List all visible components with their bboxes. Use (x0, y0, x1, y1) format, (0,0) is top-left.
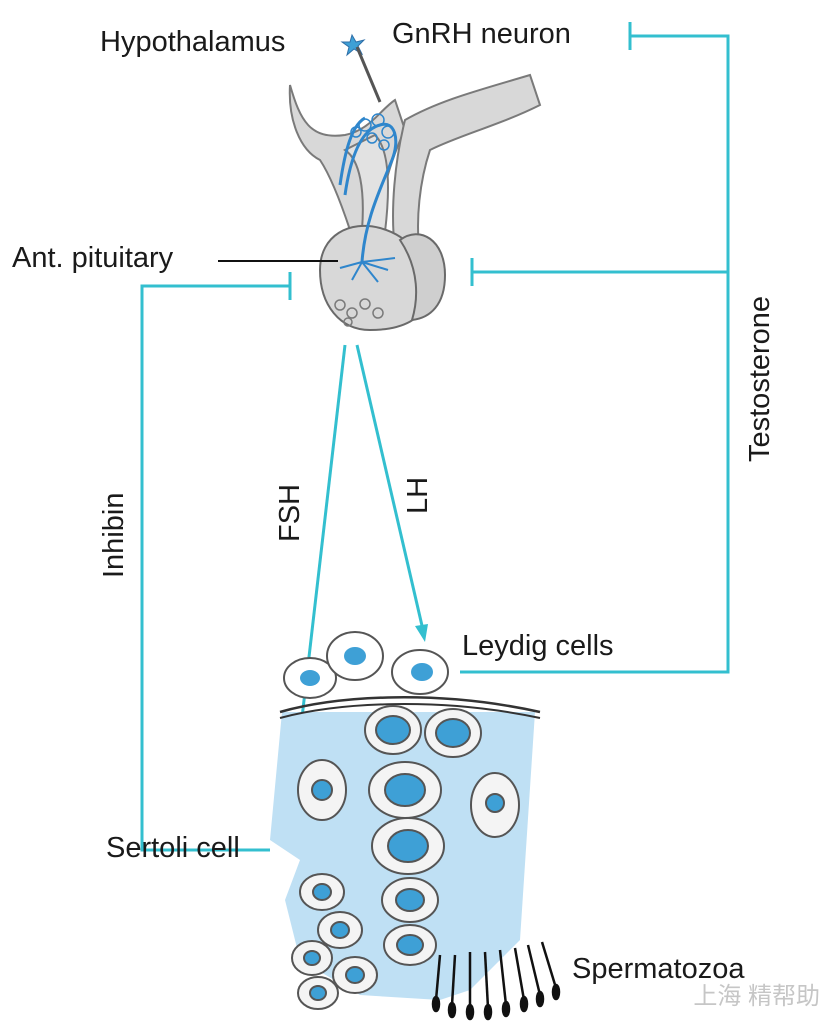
gnrh-neuron-label: GnRH neuron (392, 18, 571, 50)
testosterone-label: Testosterone (744, 295, 776, 462)
sertoli-cell-label: Sertoli cell (106, 832, 240, 864)
hypothalamus-label: Hypothalamus (100, 26, 286, 58)
spermatozoa-label: Spermatozoa (572, 953, 745, 985)
pituitary-gland-illustration (288, 33, 542, 332)
inhibin-feedback-line (140, 272, 292, 852)
leydig-cells (283, 631, 449, 699)
leydig-cells-label: Leydig cells (462, 630, 614, 662)
watermark: 上海 精帮助 (693, 983, 820, 1010)
fsh-label: FSH (274, 484, 306, 542)
lh-arrow (355, 344, 428, 642)
lh-label: LH (402, 476, 434, 514)
germ-cells (291, 705, 520, 1010)
ant-pituitary-label: Ant. pituitary (12, 242, 174, 274)
testosterone-feedback-line (460, 22, 730, 674)
spermatozoa (431, 941, 561, 1021)
inhibin-label: Inhibin (98, 492, 130, 578)
